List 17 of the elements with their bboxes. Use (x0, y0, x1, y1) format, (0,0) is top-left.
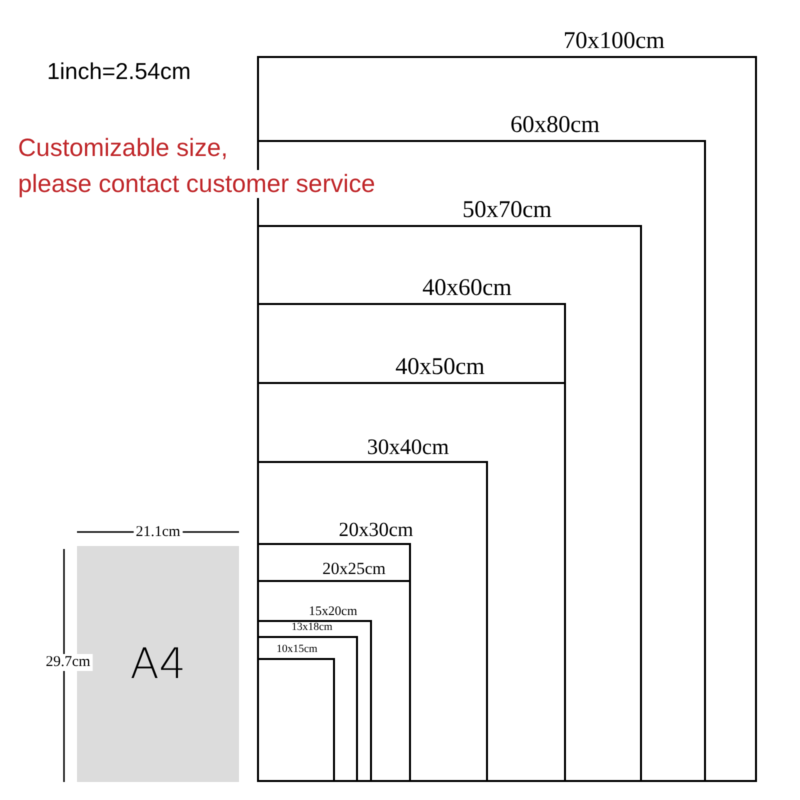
size-label: 60x80cm (510, 113, 600, 137)
paper-name: A4 (130, 643, 186, 685)
size-label: 20x30cm (338, 520, 414, 540)
size-label: 15x20cm (308, 604, 358, 617)
size-frame (257, 603, 372, 782)
size-frame (257, 621, 358, 782)
size-label: 70x100cm (563, 29, 665, 53)
size-label: 10x15cm (276, 644, 318, 655)
size-label: 50x70cm (462, 198, 552, 222)
size-label: 20x25cm (322, 560, 386, 577)
conversion-note: 1inch=2.54cm (47, 58, 191, 84)
height-dimension: 29.7cm (44, 654, 92, 672)
size-label: 40x60cm (422, 276, 512, 300)
size-label: 40x50cm (395, 355, 485, 379)
size-frame (257, 643, 335, 782)
size-label: 13x18cm (292, 622, 332, 633)
size-label: 30x40cm (367, 436, 449, 458)
